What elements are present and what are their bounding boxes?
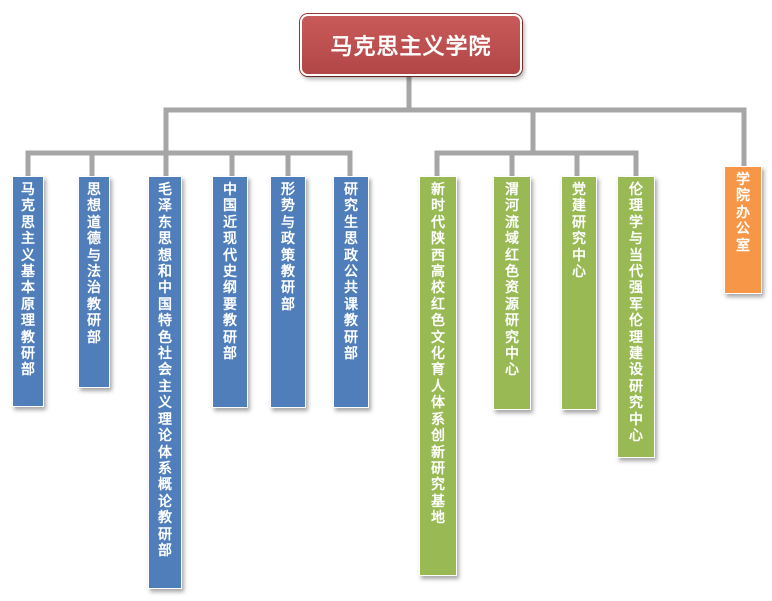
node-red-culture-base: 新时代陕西高校红色文化育人体系创新研究基地 [419, 176, 457, 576]
node-office: 学院办公室 [724, 166, 762, 294]
node-basic-principles: 马克思主义基本原理教研部 [12, 176, 44, 407]
node-label: 毛泽东思想和中国特色社会主义理论体系概论教研部 [158, 182, 172, 559]
node-label: 学院办公室 [736, 172, 750, 254]
node-label: 渭河流域红色资源研究中心 [505, 182, 519, 379]
node-label: 形势与政策教研部 [281, 182, 295, 313]
node-modern-history: 中国近现代史纲要教研部 [212, 176, 248, 408]
node-party-building: 党建研究中心 [561, 176, 597, 410]
node-label: 党建研究中心 [572, 182, 586, 281]
node-label: 思想道德与法治教研部 [87, 182, 101, 346]
node-weihe-red-resources: 渭河流域红色资源研究中心 [493, 176, 531, 410]
root-title: 马克思主义学院 [330, 35, 492, 60]
node-mao-thought: 毛泽东思想和中国特色社会主义理论体系概论教研部 [148, 176, 182, 589]
node-label: 伦理学与当代强军伦理建设研究中心 [629, 182, 643, 445]
node-situation-policy: 形势与政策教研部 [270, 176, 306, 408]
node-label: 新时代陕西高校红色文化育人体系创新研究基地 [431, 182, 445, 527]
node-ethics-law: 思想道德与法治教研部 [78, 176, 110, 388]
root-node: 马克思主义学院 [300, 14, 522, 76]
node-label: 马克思主义基本原理教研部 [21, 182, 35, 379]
node-graduate-course: 研究生思政公共课教研部 [333, 176, 369, 408]
node-military-ethics: 伦理学与当代强军伦理建设研究中心 [617, 176, 655, 458]
node-label: 研究生思政公共课教研部 [344, 182, 358, 363]
node-label: 中国近现代史纲要教研部 [223, 182, 237, 363]
